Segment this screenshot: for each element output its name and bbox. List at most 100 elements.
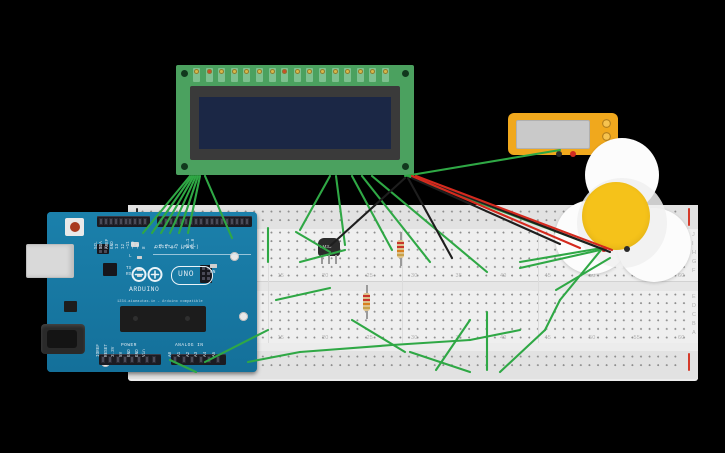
lcd-pin-K[interactable] <box>382 68 389 82</box>
breadboard-column-letter: D <box>692 303 697 309</box>
icsp2-header[interactable] <box>97 244 109 254</box>
header-pin[interactable] <box>123 218 128 225</box>
header-pin[interactable] <box>130 356 134 363</box>
lcd-pin-D4[interactable] <box>319 68 326 82</box>
breadboard-column-letter: J <box>692 232 695 238</box>
header-pin[interactable] <box>115 356 120 363</box>
breadboard-row-number: 60 <box>678 273 685 279</box>
header-pin[interactable] <box>173 356 177 363</box>
header-pin[interactable] <box>144 356 149 363</box>
breadboard-row-number: 45 <box>544 335 552 341</box>
header-pin[interactable] <box>118 218 123 225</box>
lcd-pin-D1[interactable] <box>281 68 289 82</box>
usb-type-b-connector[interactable] <box>26 244 74 278</box>
dc-motor-fan[interactable] <box>555 138 725 290</box>
led-rx <box>137 274 142 277</box>
header-pin[interactable] <box>113 218 118 225</box>
header-pin[interactable] <box>194 218 199 225</box>
header-pin[interactable] <box>198 356 203 363</box>
pin-label-Vin: Vin <box>142 349 148 357</box>
header-pin[interactable] <box>207 356 211 363</box>
resistor-r2[interactable] <box>363 285 370 319</box>
lcd-pin-V0[interactable] <box>218 68 226 82</box>
motor-terminal-negative[interactable] <box>624 246 630 252</box>
pin-label-A2: A2 <box>185 351 191 357</box>
arduino-uno-board[interactable]: L TX RX ON UNO ARDUINO 1234.aiaeautas.in… <box>26 212 257 372</box>
led-on <box>210 264 217 268</box>
header-pin[interactable] <box>103 218 108 225</box>
header-pin[interactable] <box>143 218 148 225</box>
lcd-pin-E[interactable] <box>256 68 263 82</box>
header-pin[interactable] <box>190 356 194 363</box>
lcd-display-module[interactable] <box>176 65 414 175</box>
pin-label-RESET: RESET <box>103 344 109 357</box>
lcd-pin-hole <box>370 69 376 74</box>
lcd-pin-A[interactable] <box>369 68 377 82</box>
header-pin[interactable] <box>164 218 169 225</box>
header-pin[interactable] <box>133 218 138 225</box>
header-pin[interactable] <box>234 218 239 225</box>
psu-terminal-positive[interactable] <box>570 151 576 157</box>
lcd-pin-D5[interactable] <box>331 68 339 82</box>
lcd-pin-D3[interactable] <box>306 68 314 82</box>
header-pin[interactable] <box>229 218 234 225</box>
header-pin[interactable] <box>169 218 174 225</box>
reset-button[interactable] <box>65 218 84 236</box>
lcd-pin-VSS[interactable] <box>193 68 200 82</box>
mounting-hole <box>230 252 239 261</box>
psu-knob-voltage[interactable] <box>602 119 611 128</box>
header-pin[interactable] <box>108 356 113 363</box>
digital-header-left[interactable] <box>97 216 150 227</box>
lcd-pin-VDD[interactable] <box>205 68 213 82</box>
led-l <box>137 256 142 259</box>
lcd-pin-D2[interactable] <box>293 68 301 82</box>
breadboard-divider <box>402 229 403 343</box>
resistor-band <box>363 303 370 306</box>
header-pin[interactable] <box>122 356 127 363</box>
header-pin[interactable] <box>174 218 179 225</box>
header-pin[interactable] <box>224 218 229 225</box>
pin-label-12: 12 <box>120 243 126 249</box>
psu-knob-current[interactable] <box>602 132 611 141</box>
lcd-pin-D6[interactable] <box>344 68 352 82</box>
lcd-pin-RW[interactable] <box>243 68 251 82</box>
header-pin[interactable] <box>184 218 189 225</box>
pin-label-A5: A5 <box>212 351 217 357</box>
header-pin[interactable] <box>239 218 244 225</box>
header-pin[interactable] <box>214 218 219 225</box>
resistor-band <box>363 299 370 302</box>
header-pin[interactable] <box>138 218 143 225</box>
resistor-band <box>397 246 404 249</box>
header-pin[interactable] <box>189 218 194 225</box>
lcd-pin-hole <box>244 69 250 74</box>
resistor-band <box>397 250 404 253</box>
header-pin[interactable] <box>99 218 103 225</box>
power-header[interactable] <box>99 354 161 365</box>
resistor-r1[interactable] <box>397 232 404 266</box>
header-pin[interactable] <box>209 218 214 225</box>
header-pin[interactable] <box>199 218 204 225</box>
motor-terminal-positive[interactable] <box>601 246 607 252</box>
lcd-pin-RS[interactable] <box>230 68 238 82</box>
header-pin[interactable] <box>181 356 186 363</box>
lm35-temperature-sensor[interactable]: LM35 <box>318 238 340 264</box>
header-pin[interactable] <box>219 218 224 225</box>
header-pin[interactable] <box>128 218 133 225</box>
pin-label-A4: A4 <box>203 351 209 357</box>
barrel-power-jack[interactable] <box>41 324 85 354</box>
digital-header-right[interactable] <box>157 216 252 227</box>
header-pin[interactable] <box>101 356 105 363</box>
header-pin[interactable] <box>108 218 113 225</box>
header-pin[interactable] <box>159 218 163 225</box>
header-pin[interactable] <box>179 218 184 225</box>
header-pin[interactable] <box>204 218 209 225</box>
header-pin[interactable] <box>137 356 142 363</box>
header-pin[interactable] <box>215 356 220 363</box>
analog-header-label: ANALOG IN <box>175 343 204 348</box>
lcd-pin-D7[interactable] <box>356 68 364 82</box>
header-pin[interactable] <box>151 356 156 363</box>
lcd-pin-hole <box>219 69 225 74</box>
breadboard-row-number: 20 <box>322 335 329 341</box>
lcd-pin-D0[interactable] <box>268 68 276 82</box>
header-pin[interactable] <box>244 218 249 225</box>
